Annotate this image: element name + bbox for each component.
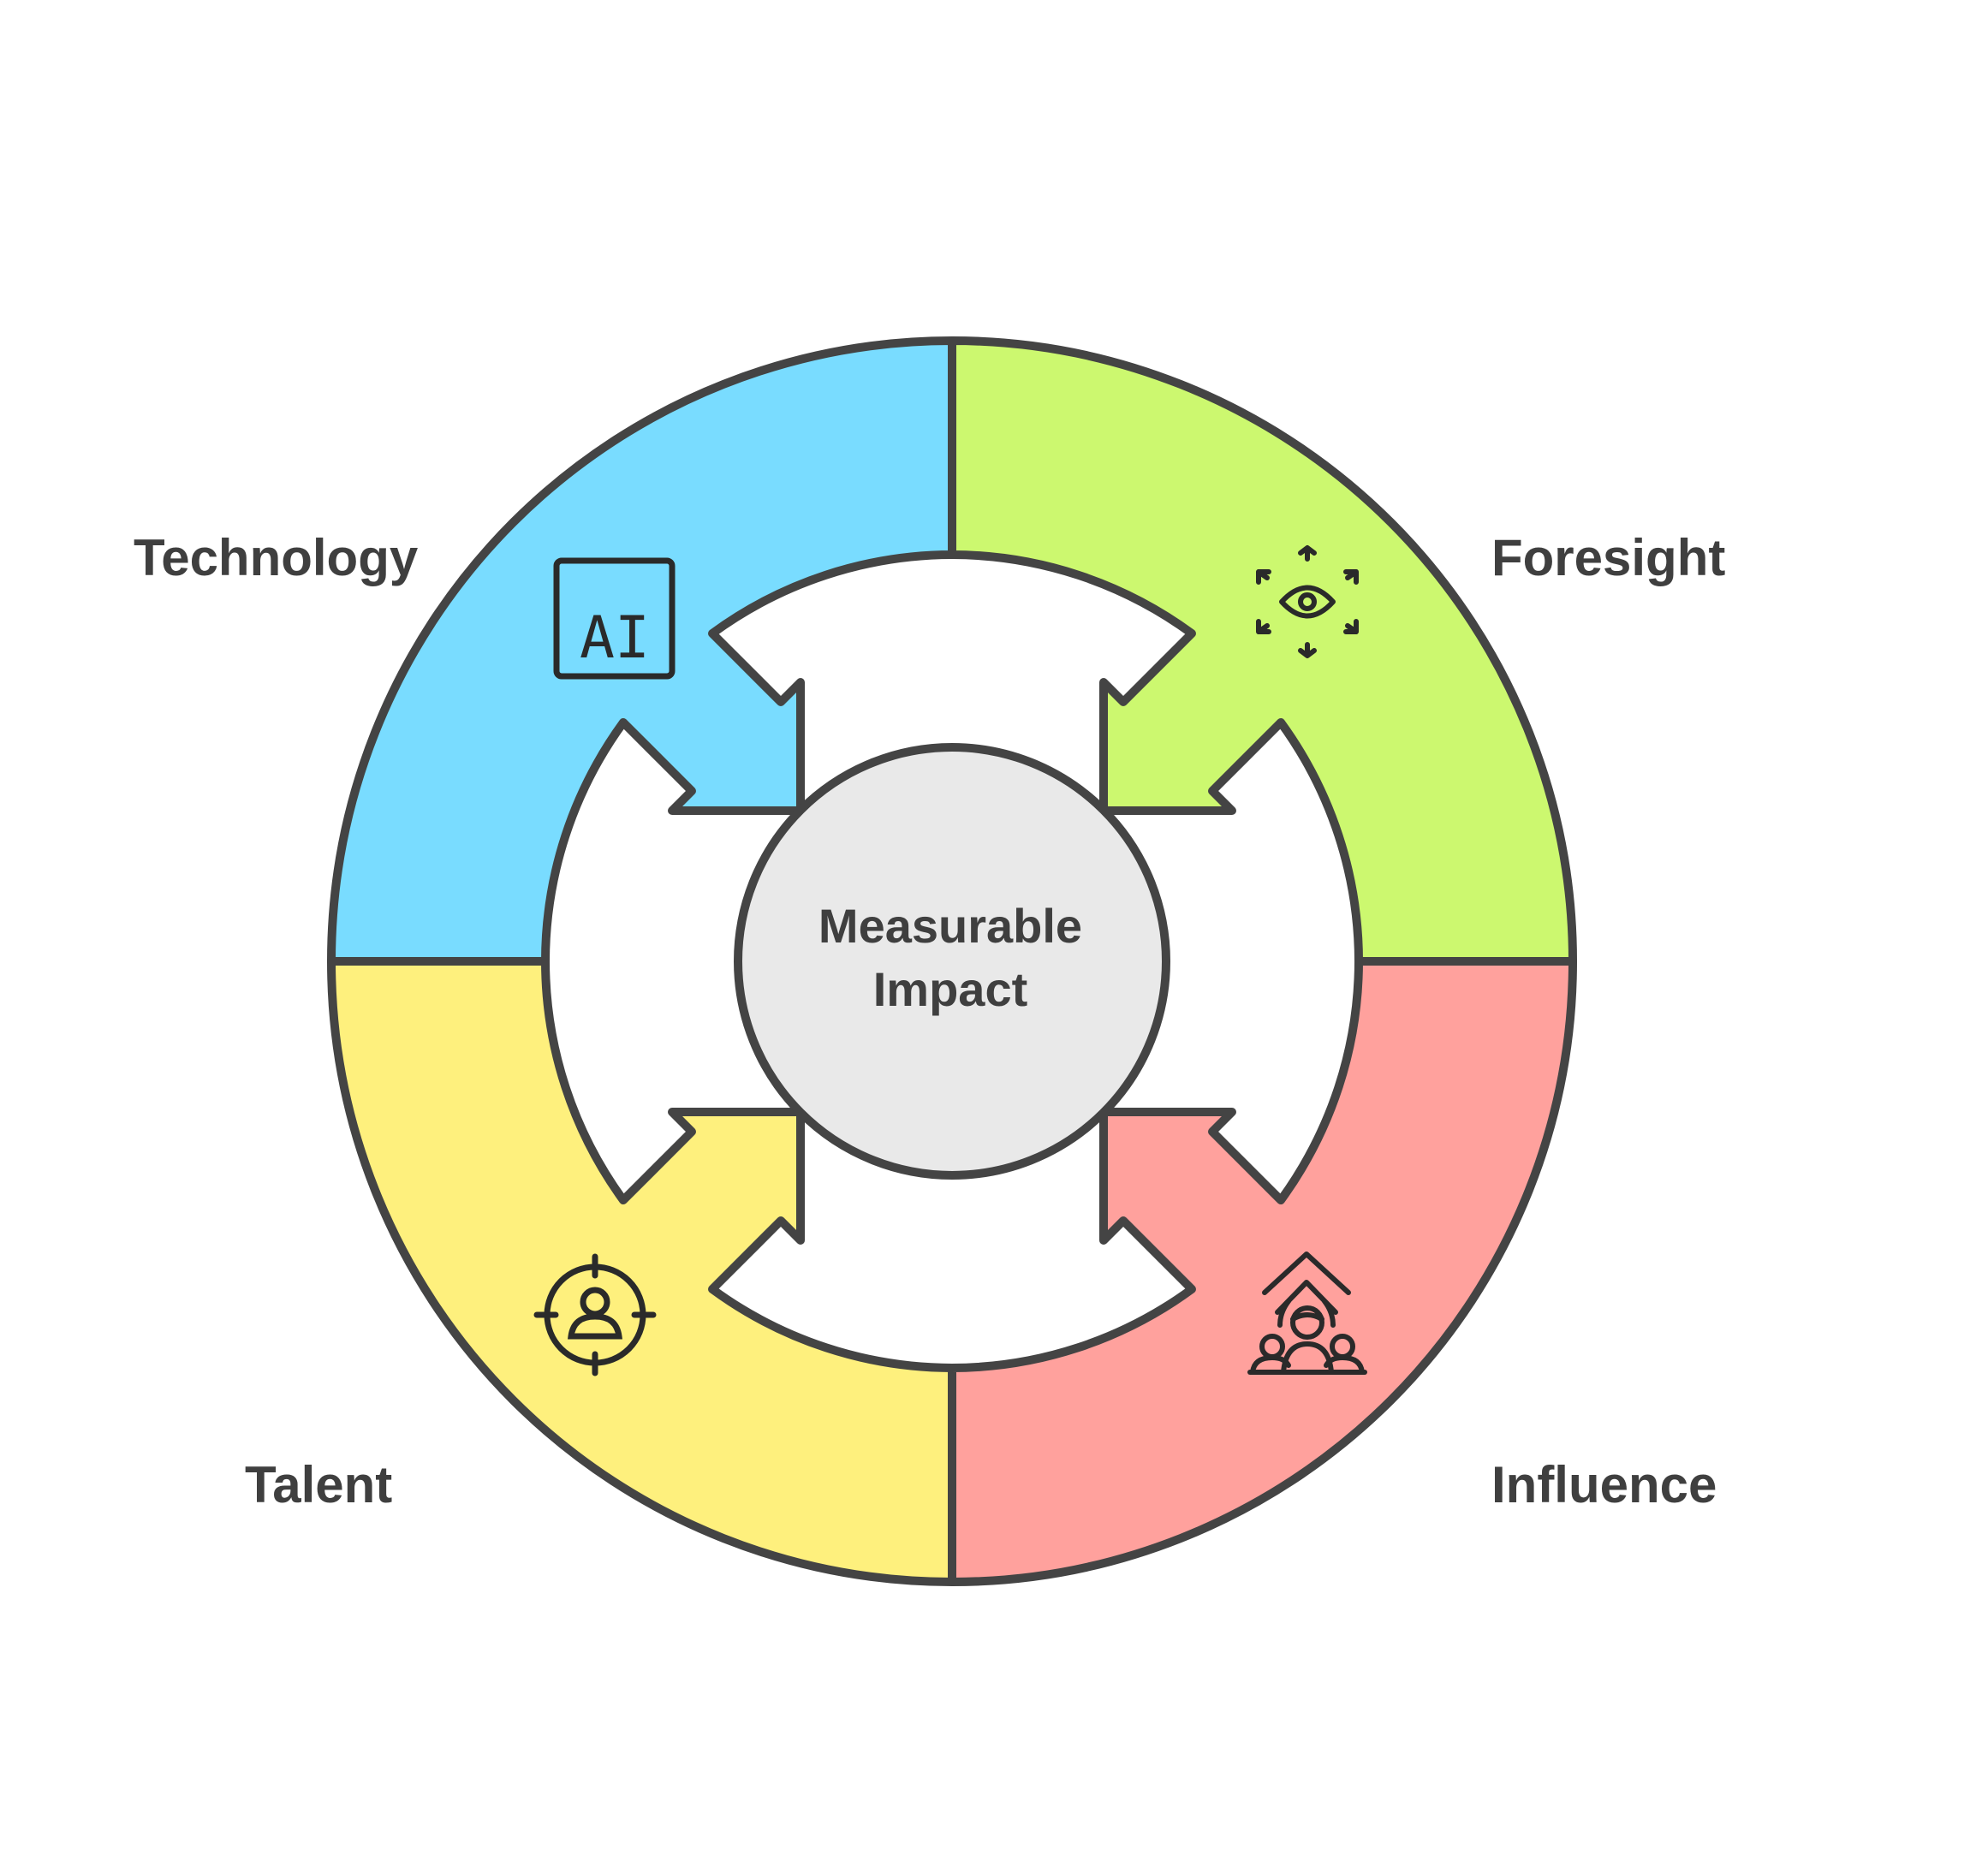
- person-target-icon: [533, 1253, 657, 1376]
- label-technology: Technology: [134, 529, 419, 586]
- segment-foresight: [948, 336, 1577, 966]
- label-talent: Talent: [245, 1456, 393, 1513]
- label-foresight: Foresight: [1491, 529, 1726, 586]
- ai-chip-icon: AI: [553, 557, 676, 680]
- segment-technology: [327, 336, 956, 966]
- group-growth-icon: [1247, 1251, 1367, 1375]
- eye-focus-icon: [1256, 545, 1359, 658]
- center-title-line2: Impact: [872, 962, 1028, 1016]
- label-influence: Influence: [1491, 1456, 1717, 1513]
- center-circle: [734, 743, 1170, 1180]
- center-title: Measurable Impact: [753, 895, 1147, 1021]
- ai-chip-text: AI: [580, 604, 650, 672]
- center-title-line1: Measurable: [818, 899, 1083, 953]
- segment-influence: [948, 957, 1577, 1586]
- segment-talent: [327, 957, 956, 1586]
